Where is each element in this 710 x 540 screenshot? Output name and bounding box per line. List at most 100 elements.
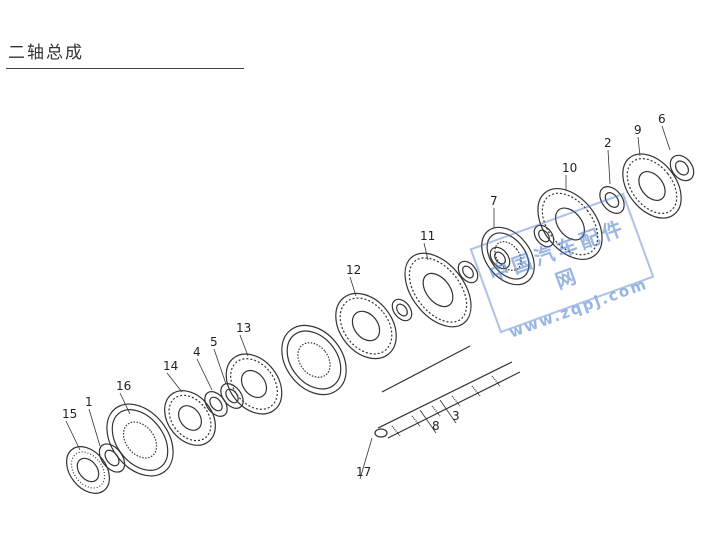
gear-14-outer [164,390,216,446]
ring-11b-bore [462,265,474,279]
gear-11-bore [422,272,454,308]
synchronizer-hub-16 [106,403,174,477]
ring-2-outer [599,186,625,214]
ring-5 [220,383,244,409]
gear-13-teeth [230,358,278,410]
ring-5-bore [225,388,239,404]
washer-6 [669,154,695,182]
gear-10-teeth [541,192,599,256]
gear-9-bore [638,171,666,201]
washer-6-bore [674,160,690,176]
part-label-3: 3 [452,409,460,423]
ring-12b [391,298,413,322]
leader-line-3 [439,399,457,424]
gear-13 [225,353,283,415]
washer-6-outer [669,154,695,182]
part-label-17: 17 [356,465,371,479]
gear-11 [404,252,472,328]
gear-10-bore [554,207,586,241]
gear-13-bore [240,369,268,399]
part-label-4: 4 [193,345,201,359]
shaft-end [374,428,388,438]
leader-line-8 [419,409,437,434]
leader-line-2 [607,149,611,185]
splined-shaft [374,345,521,439]
title-underline [6,68,244,69]
leader-line-5 [213,348,227,385]
needle-bearing-15-bore [76,457,100,483]
part-label-9: 9 [634,123,642,137]
part-label-8: 8 [432,419,440,433]
shaft-spline-1 [411,415,421,427]
ring-2 [599,186,625,214]
synchronizer-hub-mid-splines [297,342,331,378]
part-label-14: 14 [163,359,178,373]
shaft-spline-4 [471,385,481,397]
ring-5-outer [220,383,244,409]
ring-11b [457,260,479,284]
gear-12-outer [335,292,397,360]
gear-14 [164,390,216,446]
gear-12 [335,292,397,360]
gear-11-outer [404,252,472,328]
shaft-axis-line [381,345,471,393]
needle-bearing-15-needles [70,451,106,489]
leader-line-9 [637,136,641,157]
leader-line-6 [661,125,671,151]
ring-7b-outer [533,224,555,248]
needle-bearing-15 [66,446,110,494]
gear-11-teeth [408,257,468,323]
gear-12-bore [351,310,381,342]
ring-7a-outer [489,246,511,270]
gear-12-teeth [339,297,393,355]
part-label-1: 1 [85,395,93,409]
shaft-spline-5 [491,375,501,387]
leader-line-14 [166,372,183,393]
leader-line-4 [196,358,213,391]
gear-10-outer [537,188,603,260]
part-label-15: 15 [62,407,77,421]
gear-14-bore [178,405,202,431]
ring-7a [489,246,511,270]
part-label-7: 7 [490,194,498,208]
shaft-spline-2 [431,405,441,417]
part-label-5: 5 [210,335,218,349]
ring-4-bore [209,396,223,412]
synchronizer-hub-16-rim [111,409,169,471]
page-title: 二轴总成 [8,43,84,63]
ring-11b-outer [457,260,479,284]
gear-13-outer [225,353,283,415]
shaft-edge-top [377,361,513,429]
synchronizer-hub-16-outer [106,403,174,477]
part-label-16: 16 [116,379,131,393]
part-label-10: 10 [562,161,577,175]
part-label-13: 13 [236,321,251,335]
part-label-2: 2 [604,136,612,150]
ring-2-bore [604,192,620,208]
leader-line-15 [65,420,81,451]
gear-9 [622,153,682,219]
synchronizer-7-splines [494,241,522,271]
ring-7b [533,224,555,248]
leader-line-1 [88,408,101,447]
gear-14-teeth [168,394,212,442]
shaft-spline-0 [391,425,401,437]
leader-line-16 [119,392,131,415]
leader-line-12 [349,276,357,297]
shaft-spline-3 [451,395,461,407]
synchronizer-hub-16-splines [122,421,158,459]
gear-9-teeth [626,158,678,214]
leader-line-11 [423,242,429,261]
ring-7b-bore [538,229,550,243]
synchronizer-7-outer [481,226,535,286]
ring-12b-bore [396,303,408,317]
leader-line-13 [239,334,249,357]
synchronizer-hub-mid-outer [281,324,347,396]
gear-9-outer [622,153,682,219]
ring-12b-outer [391,298,413,322]
synchronizer-7 [481,226,535,286]
part-label-12: 12 [346,263,361,277]
part-label-6: 6 [658,112,666,126]
needle-bearing-15-outer [66,446,110,494]
